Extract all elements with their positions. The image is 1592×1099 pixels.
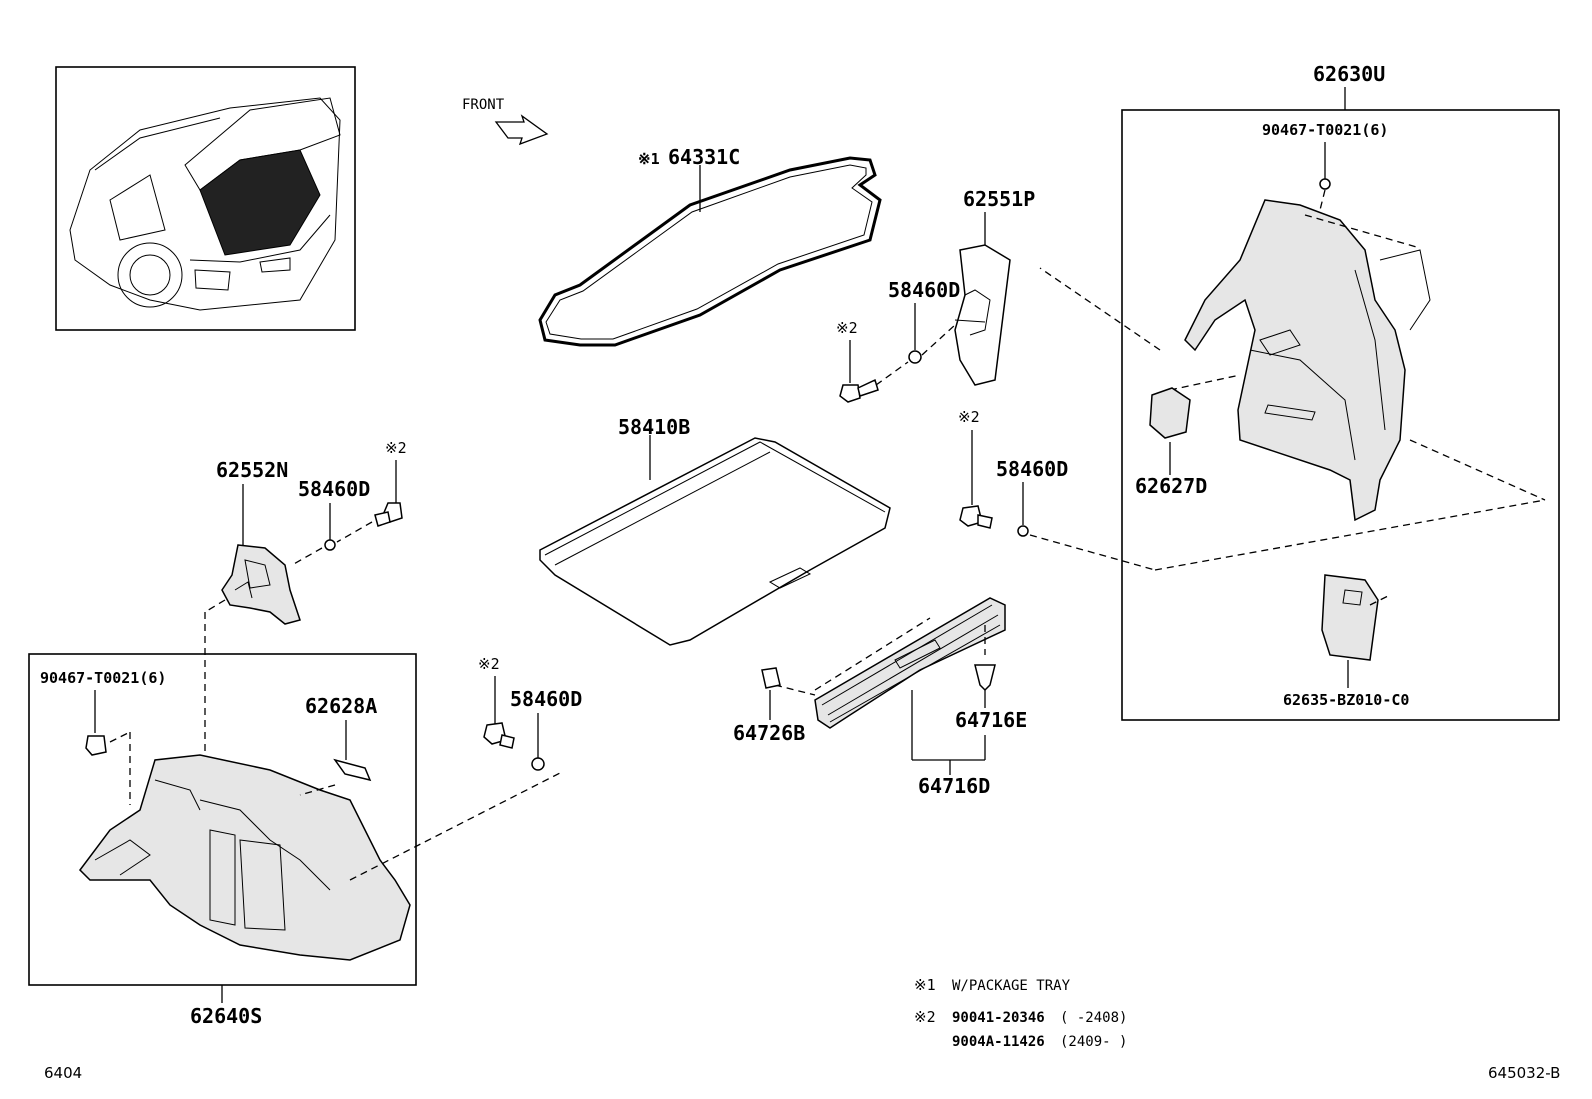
right-trim-assembly-62630U: 62630U 90467-T0021(6) 62627D 62635-BZ010…: [1039, 62, 1560, 721]
part-label-64726B: 64726B: [733, 721, 805, 745]
note2-line2-part: 9004A-11426: [952, 1034, 1045, 1050]
clip-group-middle: ※2 58460D: [958, 408, 1546, 571]
note2-line1-part: 90041-20346: [952, 1010, 1045, 1026]
part-label-64331C: 64331C: [668, 145, 740, 169]
bracket-62552N: 62552N 58460D ※2: [204, 439, 407, 795]
note2-line2-range: (2409- ): [1060, 1034, 1127, 1050]
part-label-64716E: 64716E: [955, 708, 1027, 732]
deck-board-58410B: 58410B: [539, 415, 891, 646]
bracket-62551P: 62551P: [954, 187, 1035, 386]
part-label-58410B: 58410B: [618, 415, 690, 439]
part-label-62640S: 62640S: [190, 1004, 262, 1028]
front-label: FRONT: [462, 97, 505, 113]
note2-line1-range: ( -2408): [1060, 1010, 1127, 1026]
part-label-62552N: 62552N: [216, 458, 288, 482]
mark1-64331C: ※1: [638, 150, 660, 168]
part-label-90467-left: 90467-T0021(6): [40, 669, 166, 687]
note1-mark: ※1: [914, 976, 936, 994]
clip-group-lower: ※2 58460D: [478, 655, 582, 771]
part-label-58460D-middle: 58460D: [996, 457, 1068, 481]
part-label-62628A: 62628A: [305, 694, 377, 718]
part-label-62635: 62635-BZ010-C0: [1283, 691, 1409, 709]
part-label-62627D: 62627D: [1135, 474, 1207, 498]
diagram-code-left: 6404: [44, 1064, 82, 1082]
clip-group-upper: 58460D ※2: [836, 278, 960, 403]
part-label-90467-right: 90467-T0021(6): [1262, 121, 1388, 139]
part-label-62551P: 62551P: [963, 187, 1035, 211]
mark2-left: ※2: [385, 439, 407, 457]
mark2-upper: ※2: [836, 319, 858, 337]
front-arrow: FRONT: [462, 97, 549, 146]
note2-mark: ※2: [914, 1008, 936, 1026]
left-trim-assembly-62640S: 90467-T0021(6) 62628A 62640S: [28, 653, 561, 1028]
trunk-seal-64331C: ※1 64331C: [538, 145, 882, 347]
part-label-64716D: 64716D: [918, 774, 990, 798]
part-label-58460D-upper: 58460D: [888, 278, 960, 302]
scuff-plate-64716D: 64726B 64716E 64716D: [733, 597, 1027, 798]
part-label-58460D-lower: 58460D: [510, 687, 582, 711]
mark2-lower: ※2: [478, 655, 500, 673]
vehicle-inset: [55, 66, 356, 331]
diagram-code-right: 645032-B: [1488, 1064, 1560, 1082]
part-label-62630U: 62630U: [1313, 62, 1385, 86]
footnotes: ※1 W/PACKAGE TRAY ※2 90041-20346 ( -2408…: [914, 976, 1127, 1050]
part-label-58460D-left: 58460D: [298, 477, 370, 501]
note1-text: W/PACKAGE TRAY: [952, 978, 1071, 994]
mark2-middle: ※2: [958, 408, 980, 426]
